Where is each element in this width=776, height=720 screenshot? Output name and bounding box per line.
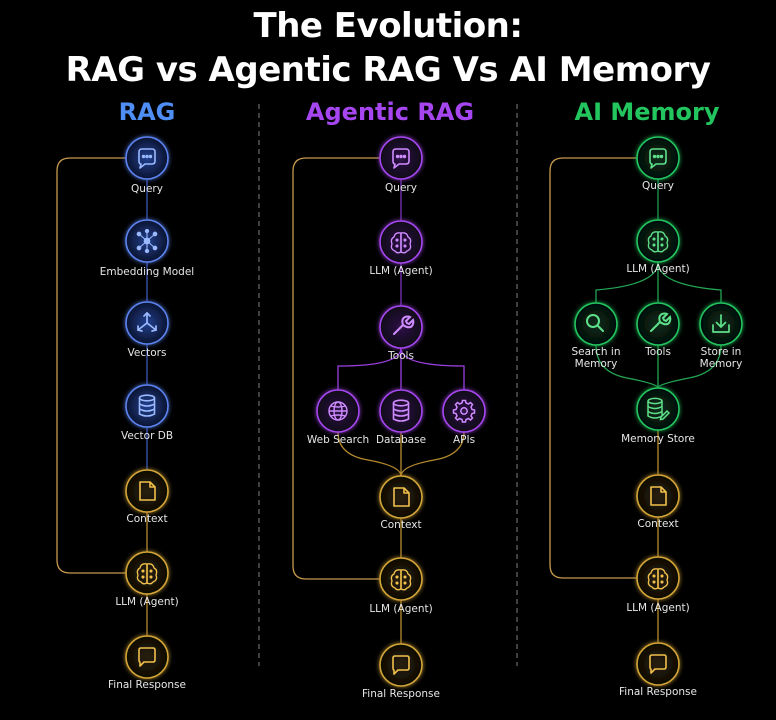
rag-label-llm-agent: LLM (Agent) — [115, 596, 178, 608]
magnifier-icon — [586, 314, 604, 332]
wrench-icon — [650, 312, 672, 332]
memory-node-final-response: Final Response — [619, 642, 697, 698]
rag-node-llm-agent: LLM (Agent) — [115, 551, 179, 608]
memory-node-search-in-memory: Search in Memory — [572, 302, 621, 370]
rag-label-embedding-model: Embedding Model — [100, 266, 194, 278]
rag-node-vector-db: Vector DB — [121, 384, 173, 442]
rag-node-embedding-model: Embedding Model — [100, 219, 194, 278]
rag-label-vectors: Vectors — [128, 347, 167, 359]
memory-node-store-in-memory: Store in Memory — [699, 302, 743, 370]
brain-chip-icon — [647, 231, 669, 253]
rag-node-context: Context — [125, 469, 169, 525]
agentic-node-llm-agent: LLM (Agent) — [369, 220, 433, 277]
rag-connectors — [56, 157, 148, 636]
memory-node-query: Query — [636, 136, 680, 192]
agentic-label-query: Query — [385, 182, 417, 194]
rag-label-context: Context — [126, 513, 167, 525]
title-line-2: RAG vs Agentic RAG Vs AI Memory — [65, 50, 711, 90]
rag-label-final-response: Final Response — [108, 679, 186, 691]
rag-label-query: Query — [131, 183, 163, 195]
memory-label-store-in-memory-1: Store in — [701, 346, 742, 358]
rag-heading: RAG — [118, 98, 176, 126]
memory-node-llm-agent: LLM (Agent) — [626, 219, 690, 275]
memory-label-final-response: Final Response — [619, 686, 697, 698]
agentic-node-final-response: Final Response — [362, 643, 440, 700]
memory-node-llm-agent-2: LLM (Agent) — [626, 556, 690, 614]
document-icon — [139, 481, 156, 501]
agentic-label-llm-agent: LLM (Agent) — [369, 265, 432, 277]
agentic-label-tools: Tools — [387, 350, 414, 362]
agentic-node-tools: Tools — [379, 305, 423, 362]
agentic-node-context: Context — [379, 475, 423, 531]
database-icon — [138, 394, 156, 417]
memory-label-search-in-memory-2: Memory — [575, 358, 618, 370]
axes-icon — [137, 311, 157, 332]
network-icon — [136, 228, 158, 254]
agentic-node-database: Database — [376, 389, 426, 446]
database-edit-icon — [647, 397, 671, 421]
brain-chip-icon — [390, 232, 412, 254]
memory-node-memory-store: Memory Store — [621, 387, 695, 445]
download-icon — [712, 314, 730, 333]
agentic-node-query: Query — [379, 136, 423, 194]
message-icon — [392, 655, 410, 675]
brain-chip-icon — [647, 568, 669, 590]
agentic-connectors — [292, 157, 465, 644]
rag-node-query: Query — [125, 136, 169, 195]
memory-label-context: Context — [637, 518, 678, 530]
memory-label-llm-agent-2: LLM (Agent) — [626, 602, 689, 614]
database-icon — [392, 399, 410, 422]
agentic-label-context: Context — [380, 519, 421, 531]
brain-chip-icon — [390, 569, 412, 591]
agentic-label-database: Database — [376, 434, 426, 446]
document-icon — [650, 486, 667, 506]
ai-memory-heading: AI Memory — [574, 98, 720, 126]
agentic-label-final-response: Final Response — [362, 688, 440, 700]
rag-node-final-response: Final Response — [108, 635, 186, 691]
agentic-node-web-search: Web Search — [307, 389, 369, 446]
memory-label-memory-store: Memory Store — [621, 433, 695, 445]
agentic-rag-heading: Agentic RAG — [305, 98, 475, 126]
memory-label-search-in-memory-1: Search in — [572, 346, 621, 358]
gear-icon — [452, 399, 476, 423]
memory-node-tools: Tools — [636, 302, 680, 358]
message-icon — [649, 654, 667, 674]
rag-node-vectors: Vectors — [125, 301, 169, 359]
memory-label-llm-agent: LLM (Agent) — [626, 263, 689, 275]
agentic-label-llm-agent-2: LLM (Agent) — [369, 603, 432, 615]
message-icon — [138, 647, 156, 667]
rag-label-vector-db: Vector DB — [121, 430, 173, 442]
memory-label-tools: Tools — [644, 346, 671, 358]
agentic-node-llm-agent-2: LLM (Agent) — [369, 557, 433, 615]
memory-node-context: Context — [636, 474, 680, 530]
chat-bubble-icon — [138, 148, 156, 169]
agentic-label-web-search: Web Search — [307, 434, 369, 446]
chat-bubble-icon — [649, 148, 667, 169]
globe-icon — [328, 401, 348, 421]
brain-chip-icon — [136, 563, 158, 585]
wrench-icon — [393, 315, 415, 335]
agentic-node-apis: APIs — [442, 389, 486, 446]
title-line-1: The Evolution: — [253, 6, 523, 46]
memory-label-query: Query — [642, 180, 674, 192]
memory-label-store-in-memory-2: Memory — [700, 358, 743, 370]
agentic-label-apis: APIs — [453, 434, 475, 446]
document-icon — [393, 487, 410, 507]
chat-bubble-icon — [392, 148, 410, 169]
memory-connectors — [549, 157, 722, 643]
